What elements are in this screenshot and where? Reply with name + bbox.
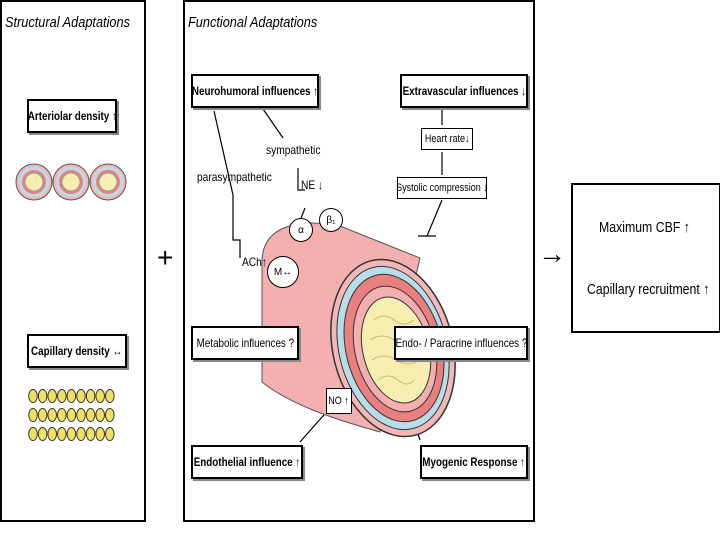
capillary-dot <box>95 427 105 441</box>
capillary-dot <box>37 427 48 441</box>
capillary-dot <box>37 389 48 403</box>
heart-rate-box: Heart rate↓ <box>421 128 473 150</box>
endo-paracrine-box: Endo- / Paracrine influences ? <box>394 326 528 360</box>
result-arrow: → <box>538 238 566 269</box>
capillary-dot <box>85 408 96 422</box>
capillary-dot <box>57 389 67 403</box>
capillary-dot <box>57 427 67 441</box>
capillary-dot <box>47 389 58 403</box>
vessel-illustration <box>261 222 456 438</box>
myogenic-box: Myogenic Response ↑ <box>420 445 528 479</box>
capillary-dot <box>28 389 38 403</box>
capillary-dot <box>76 427 86 441</box>
capillary-dot <box>57 408 67 422</box>
capillary-dot <box>66 427 77 441</box>
capillary-dot <box>76 389 86 403</box>
capillary-dot <box>105 408 115 422</box>
capillary-dot <box>37 408 48 422</box>
capillary-dot <box>47 408 58 422</box>
capillary-dot <box>85 389 96 403</box>
metabolic-box: Metabolic influences ? <box>191 326 299 360</box>
capillary-dot <box>66 408 77 422</box>
beta-receptor: β₁ <box>319 208 343 232</box>
capillary-dot <box>105 389 115 403</box>
capillary-dot <box>85 427 96 441</box>
muscarinic-receptor: M↔ <box>267 256 299 288</box>
capillary-density-box: Capillary density ↔ <box>27 334 127 368</box>
structural-title: Structural Adaptations <box>5 14 130 31</box>
ach-label: ACh↑ <box>242 255 267 269</box>
capillary-dot <box>95 408 105 422</box>
alpha-receptor: α <box>289 218 313 242</box>
no-box: NO ↑ <box>326 388 352 414</box>
structural-panel: Structural Adaptations Arteriolar densit… <box>0 0 146 522</box>
capillary-dot <box>28 408 38 422</box>
systolic-compression-box: Systolic compression ↓ <box>396 177 488 199</box>
max-cbf-label: Maximum CBF ↑ <box>599 219 690 236</box>
result-box: Maximum CBF ↑ Capillary recruitment ↑ <box>571 183 720 333</box>
capillary-dot <box>66 389 77 403</box>
arteriole-cross-sections <box>15 163 127 201</box>
neurohumoral-box: Neurohumoral influences ↑ <box>191 74 319 108</box>
capillary-dot <box>28 427 38 441</box>
parasympathetic-label: parasympathetic <box>197 170 272 184</box>
arteriolar-density-box: Arteriolar density ↑ <box>27 99 117 133</box>
plus-sign: + <box>157 242 174 273</box>
capillary-recruitment-label: Capillary recruitment ↑ <box>587 281 710 298</box>
capillary-dot <box>95 389 105 403</box>
ne-label: NE ↓ <box>301 178 324 192</box>
endothelial-box: Endothelial influence ↑ <box>191 445 303 479</box>
extravascular-box: Extravascular influences ↓ <box>400 74 528 108</box>
sympathetic-label: sympathetic <box>266 143 321 157</box>
functional-title: Functional Adaptations <box>188 14 318 31</box>
capillary-dot <box>105 427 115 441</box>
capillary-dot <box>76 408 86 422</box>
capillary-dot <box>47 427 58 441</box>
capillary-dots <box>28 389 115 441</box>
